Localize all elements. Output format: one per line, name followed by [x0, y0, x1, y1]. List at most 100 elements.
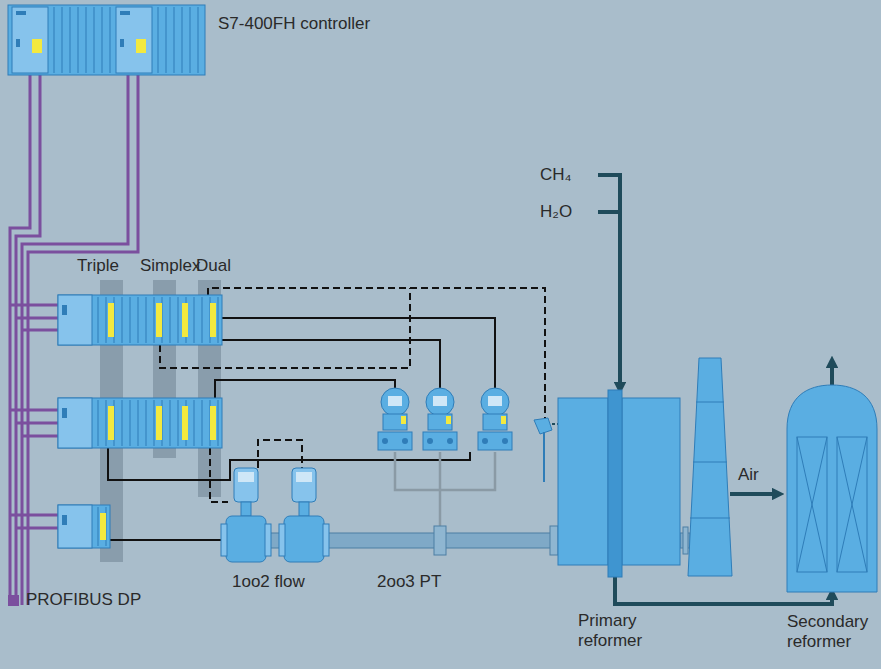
io-rack: [146, 400, 147, 446]
io-rack: [100, 513, 106, 540]
diagram-label: Dual: [196, 256, 231, 276]
flow-meter: [299, 502, 309, 516]
io-rack: [58, 295, 222, 548]
diagram-label: 2oo3 PT: [377, 572, 441, 592]
equipment-shape: [166, 7, 167, 73]
equipment-shape: [54, 7, 55, 73]
pressure-transmitter: [446, 416, 451, 424]
impulse-lines: [395, 452, 495, 532]
equipment-node: Secondary reformer: [787, 385, 877, 592]
io-rack: [130, 297, 131, 343]
equipment-label: S7-400FH controller: [218, 14, 438, 34]
signal-wires-dashed: [160, 288, 545, 502]
flow-meter: [292, 468, 316, 502]
signal-wires-dashed: [208, 288, 545, 418]
flow-meter: [265, 524, 271, 556]
equipment-shape: [12, 7, 48, 73]
signal-wires: [215, 380, 395, 398]
flow-meter: [221, 524, 227, 556]
signal-wires: [108, 448, 470, 480]
equipment-shape: [86, 7, 87, 73]
io-rack: [62, 515, 67, 525]
equipment-shape: [8, 5, 205, 75]
pressure-transmitter: [482, 438, 488, 444]
legend-entry: PROFIBUS DP: [8, 590, 141, 610]
io-rack: [106, 400, 107, 446]
flow-meter: [226, 516, 266, 562]
io-rack: [106, 297, 107, 343]
pressure-transmitter: [381, 388, 409, 416]
flow-meter: [284, 516, 324, 562]
flow-meter: [241, 502, 251, 516]
pressure-transmitter: [423, 432, 457, 450]
pressure-transmitter: [388, 396, 402, 406]
profibus-cable: [28, 75, 138, 605]
io-rack: [156, 406, 162, 440]
stack: [688, 358, 732, 576]
pressure-transmitter: [402, 438, 408, 444]
io-rack: [194, 400, 195, 446]
temperature-sensor: [543, 432, 545, 482]
io-rack: [210, 303, 216, 337]
pressure-transmitter: [427, 438, 433, 444]
equipment-shape: [558, 398, 680, 565]
equipment-label: Secondary reformer: [787, 612, 879, 653]
io-rack: [62, 408, 67, 418]
equipment-label: Primary reformer: [578, 611, 688, 652]
impulse-lines: [439, 452, 442, 532]
pressure-transmitter: [433, 396, 447, 406]
pressure-transmitter: [378, 388, 512, 450]
io-rack: [154, 297, 155, 343]
process-pipe: [550, 526, 558, 555]
signal-wires-dashed: [210, 448, 228, 502]
equipment-node: Primary reformer: [558, 398, 680, 565]
flow-meter: [238, 472, 254, 482]
flow-meter: [279, 524, 285, 556]
diagram-label: Simplex: [140, 256, 200, 276]
io-rack: [218, 400, 219, 446]
equipment-shape: [182, 7, 183, 73]
io-rack: [98, 400, 99, 446]
profibus-cable: [10, 515, 60, 528]
stack: [696, 402, 724, 403]
io-rack: [210, 406, 216, 440]
io-rack: [58, 398, 222, 448]
equipment-shape: [62, 7, 63, 73]
pressure-transmitter: [401, 416, 406, 424]
pressure-transmitter: [478, 432, 512, 450]
equipment-shape: [622, 398, 680, 565]
pressure-transmitter: [483, 414, 507, 430]
io-rack: [138, 400, 139, 446]
io-rack: [202, 297, 203, 343]
io-rack: [58, 295, 222, 345]
equipment-shape: [94, 7, 95, 73]
equipment-shape: [787, 385, 877, 592]
signal-wires-dashed: [258, 440, 302, 468]
equipment-shape: [837, 437, 867, 572]
equipment-shape: [190, 7, 191, 73]
stack: [688, 358, 778, 576]
pressure-transmitter: [502, 438, 508, 444]
io-rack: [154, 400, 155, 446]
equipment-shape: [837, 437, 867, 572]
io-rack: [108, 406, 114, 440]
flow-meter: [296, 472, 312, 482]
pressure-transmitter: [501, 416, 506, 424]
pressure-transmitter: [481, 388, 509, 416]
pressure-transmitter: [447, 438, 453, 444]
legend-swatch: [8, 595, 19, 606]
diagram-label: Triple: [77, 256, 119, 276]
equipment-shape: [558, 398, 608, 565]
io-rack: [182, 303, 188, 337]
equipment-shape: [120, 11, 130, 15]
diagram-label: CH₄: [540, 165, 572, 185]
equipment-shape: [110, 7, 111, 73]
io-rack: [98, 297, 99, 343]
io-rack: [218, 297, 219, 343]
profibus-cable: [10, 305, 60, 330]
stack: [693, 462, 727, 463]
equipment-shape: [198, 7, 199, 73]
io-rack: [122, 297, 123, 343]
